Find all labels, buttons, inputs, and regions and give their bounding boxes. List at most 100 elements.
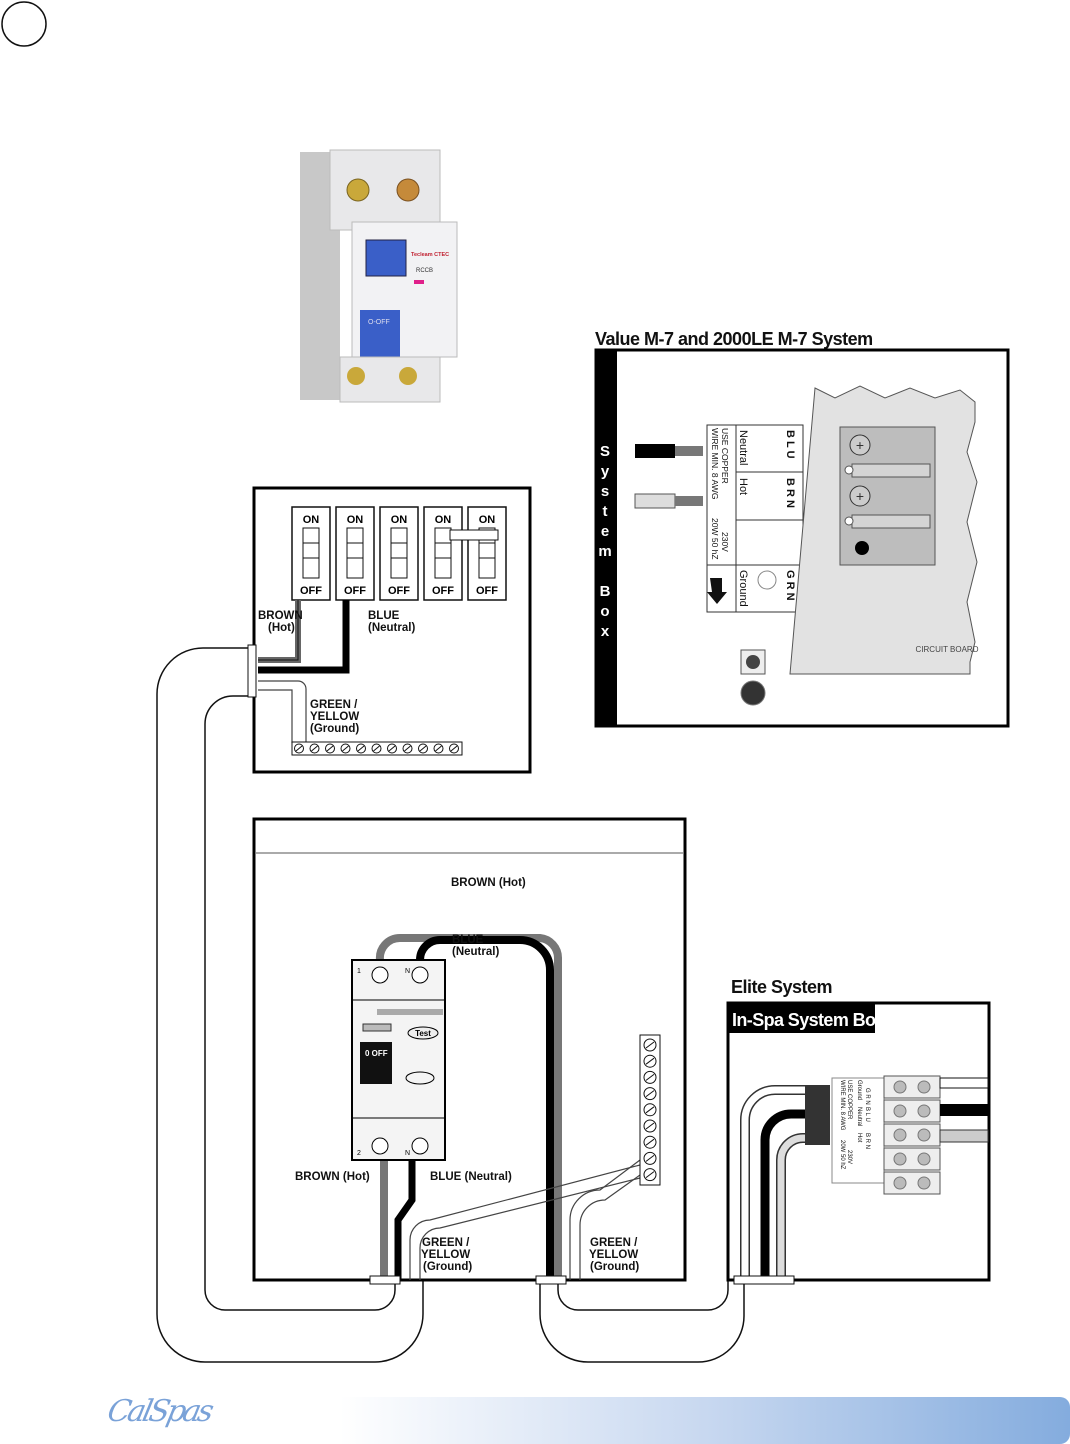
- side-label-letter: m: [598, 543, 611, 560]
- screw-icon: [893, 1104, 907, 1118]
- arrow-down-icon: [707, 578, 727, 604]
- panel-blue-sub: (Neutral): [368, 622, 415, 634]
- breaker-on-label: ON: [303, 514, 320, 526]
- rating-note: 20W 50 hZ: [710, 518, 720, 560]
- neutral-wire: [635, 444, 675, 458]
- rccb-pole-n: N: [405, 968, 410, 975]
- copper-note: USE COPPER: [720, 428, 730, 484]
- page-marker-circle: [1, 1, 47, 47]
- blue-top-sub: (Neutral): [452, 946, 499, 958]
- panel-green-label: GREEN /: [310, 699, 358, 711]
- ground-lug-icon: [740, 680, 766, 706]
- side-label-letter: o: [600, 603, 609, 620]
- screw-icon: [917, 1152, 931, 1166]
- in-spa-box-label: In-Spa System Box: [732, 1010, 885, 1030]
- ground-bar: [639, 1034, 661, 1186]
- m7-system-box: S y s t e m B o x B L U Neutral B R N Ho…: [594, 348, 1010, 728]
- screw-icon: [893, 1128, 907, 1142]
- breaker-switch[interactable]: ON OFF: [291, 506, 331, 601]
- rccb-device: 1 N 2 N Test 0 OFF: [351, 959, 446, 1161]
- rccb-test-button: Test: [415, 1029, 431, 1038]
- breaker-off-label: OFF: [476, 585, 498, 597]
- conduit: [156, 647, 745, 1363]
- breaker-on-label: ON: [435, 514, 452, 526]
- rccb-off-label: 0 OFF: [365, 1049, 388, 1058]
- footer-gradient-bar: [340, 1397, 1070, 1444]
- photo-model-text: RCCB: [416, 268, 433, 274]
- svg-text:+: +: [856, 437, 864, 453]
- photo-switch-label: O-OFF: [368, 319, 390, 326]
- photo-brand-text: Tecleam CTEC: [411, 252, 449, 258]
- ground-right-label: YELLOW: [589, 1249, 638, 1261]
- grn-code: G R N: [784, 570, 796, 601]
- breaker-off-label: OFF: [432, 585, 454, 597]
- elite-brn-code: B R N: [864, 1133, 870, 1149]
- ground-left-label: GREEN /: [422, 1237, 470, 1249]
- breaker-on-label: ON: [479, 514, 496, 526]
- elite-ground-label: Ground: [856, 1080, 862, 1100]
- panel-ground-label: (Ground): [310, 723, 359, 735]
- blu-code: B L U: [784, 430, 796, 459]
- brn-code: B R N: [784, 478, 796, 508]
- circuit-board-label: CIRCUIT BOARD: [916, 645, 979, 654]
- brown-top-label: BROWN (Hot): [451, 877, 526, 889]
- hot-wire: [634, 493, 676, 509]
- rccb-enclosure: 1 N 2 N Test 0 OFF BROWN (Hot) BLUE (Neu…: [252, 817, 687, 1285]
- breaker-switch[interactable]: ON OFF: [467, 506, 507, 601]
- ground-label: Ground: [737, 570, 749, 607]
- neutral-label: Neutral: [737, 430, 749, 465]
- svg-text:+: +: [856, 488, 864, 504]
- rccb-pole-n-bottom: N: [405, 1150, 410, 1157]
- side-label-letter: e: [601, 523, 609, 540]
- rccb-pole-2: 2: [357, 1150, 361, 1157]
- breaker-switch[interactable]: ON OFF: [335, 506, 375, 601]
- hot-label: Hot: [737, 478, 749, 495]
- ground-right-label: (Ground): [590, 1261, 639, 1273]
- panel-brown-sub: (Hot): [268, 622, 295, 634]
- side-label-letter: B: [600, 583, 611, 600]
- elite-blu-code: B L U: [864, 1107, 870, 1122]
- circuit-board: + + CIRCUIT BOARD: [789, 385, 979, 675]
- screw-icon: [917, 1104, 931, 1118]
- screw-icon: [917, 1128, 931, 1142]
- breaker-off-label: OFF: [388, 585, 410, 597]
- ground-left-label: (Ground): [423, 1261, 472, 1273]
- side-label-letter: x: [601, 623, 610, 640]
- screw-icon: [893, 1152, 907, 1166]
- in-spa-system-box: In-Spa System Box Ground G R N Neutral B…: [726, 1001, 991, 1285]
- elite-system-title: Elite System: [731, 977, 832, 997]
- screw-icon: [917, 1176, 931, 1190]
- brown-bottom-label: BROWN (Hot): [295, 1171, 370, 1183]
- terminal-label: B L U Neutral B R N Hot G R N Ground USE…: [706, 424, 804, 613]
- ground-terminal-strip: [291, 741, 463, 756]
- ground-left-label: YELLOW: [421, 1249, 470, 1261]
- breaker-off-label: OFF: [300, 585, 322, 597]
- elite-copper-note: USE COPPER: [846, 1080, 852, 1120]
- side-label-letter: t: [603, 503, 608, 520]
- ground-right-label: GREEN /: [590, 1237, 638, 1249]
- ground-screw-icon: [746, 655, 760, 669]
- panel-brown-label: BROWN: [258, 610, 303, 622]
- side-label-letter: s: [601, 483, 609, 500]
- rccb-photo: Tecleam CTEC RCCB O-OFF: [300, 149, 458, 403]
- m7-system-title: Value M-7 and 2000LE M-7 System: [595, 329, 873, 349]
- elite-hot-label: Hot: [856, 1133, 862, 1143]
- breaker-on-label: ON: [347, 514, 364, 526]
- panel-blue-label: BLUE: [368, 610, 400, 622]
- wire-note: WIRE MIN. 8 AWG: [710, 428, 720, 499]
- side-label-letter: S: [600, 443, 610, 460]
- blue-top-label: BLUE: [452, 934, 484, 946]
- elite-rating-note: 20W 50 hZ: [839, 1140, 845, 1170]
- voltage-note: 230V: [720, 532, 730, 552]
- panel-yellow-label: YELLOW: [310, 711, 359, 723]
- elite-wire-note: WIRE MIN. 8 AWG: [839, 1080, 845, 1131]
- breaker-switch[interactable]: ON OFF: [423, 506, 463, 601]
- screw-icon: [917, 1080, 931, 1094]
- breaker-off-label: OFF: [344, 585, 366, 597]
- blue-bottom-label: BLUE (Neutral): [430, 1171, 512, 1183]
- screw-icon: [893, 1080, 907, 1094]
- screw-icon: [893, 1176, 907, 1190]
